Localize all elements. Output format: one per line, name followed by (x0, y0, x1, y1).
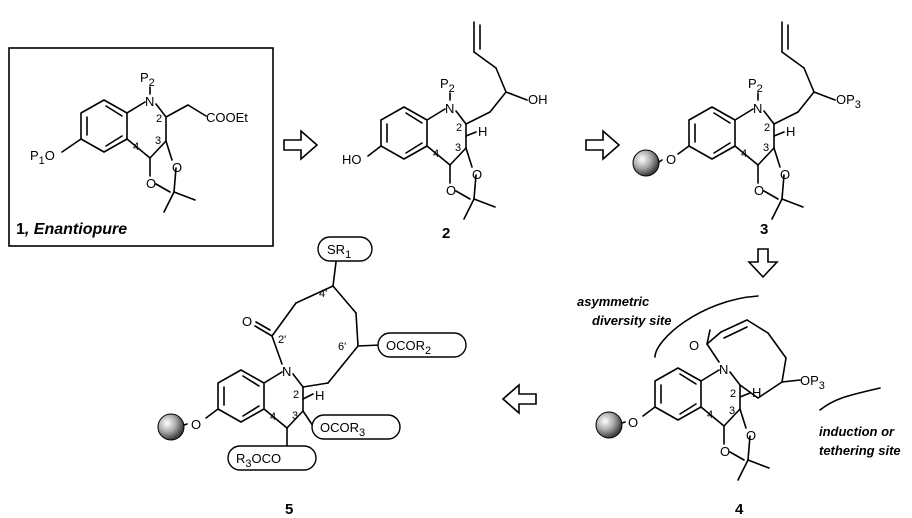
compound-4-annotation-tethering-site: tethering site (819, 443, 901, 458)
compound-5-pos-2: 2 (293, 389, 299, 401)
compound-5-R3OCO-box (227, 445, 317, 471)
compound-1-acetonide-O-a: O (172, 160, 182, 175)
compound-5-thioether: SR1 (327, 242, 351, 261)
compound-5-H: H (315, 388, 324, 403)
compound-5-pos-6p: 6' (338, 341, 346, 353)
compound-5: SR1 OCOR2 OCOR3 R3OCO O N H O 2 3 4 2' 4… (157, 236, 467, 518)
compound-2-pos-2: 2 (456, 122, 462, 134)
compound-5-pos-4p: 4' (319, 288, 327, 300)
compound-4-pos-4: 4 (707, 409, 713, 421)
compound-5-linker-O: O (191, 417, 201, 432)
compound-3-resin-bead (632, 149, 660, 177)
compound-3-acetonide-O-a: O (780, 167, 790, 182)
compound-5-OCOR3-box (311, 414, 401, 440)
compound-1-acetonide-O-b: O (146, 176, 156, 191)
compound-5-pos-2p: 2' (278, 334, 286, 346)
compound-3-N: N (753, 101, 762, 116)
compound-5-carbonyl-O: O (242, 314, 252, 329)
compound-4-diversity-brace (654, 295, 759, 358)
compound-4-annotation-asymmetric: asymmetric (577, 294, 650, 309)
compound-1-caption: 1, Enantiopure (16, 221, 127, 238)
compound-1-N-protecting-group: P2 (140, 70, 155, 89)
compound-4-bonds (621, 319, 801, 481)
compound-2-N: N (445, 101, 454, 116)
compound-1-frame (8, 47, 274, 247)
compound-2-acetonide-O-b: O (446, 183, 456, 198)
compound-3-pos-2: 2 (764, 122, 770, 134)
compound-3-bonds (658, 21, 836, 220)
compound-5-ester-3: OCOR3 (320, 420, 365, 439)
compound-2-acetonide-O-a: O (472, 167, 482, 182)
compound-5-ester-6p: OCOR2 (386, 338, 431, 357)
compound-2-phenol: HO (342, 152, 362, 167)
compound-1-N: N (145, 94, 154, 109)
compound-3-pos-4: 4 (741, 148, 747, 160)
compound-1-pos-3: 3 (155, 135, 161, 147)
compound-4-carbonyl-O: O (689, 338, 699, 353)
compound-3-H: H (786, 124, 795, 139)
compound-5-number: 5 (285, 501, 293, 518)
compound-3: N P2 OP3 O H O O 2 3 4 3 (632, 21, 861, 238)
compound-3-pos-3: 3 (763, 142, 769, 154)
compound-5-SR1-box (317, 236, 373, 262)
compound-2-number: 2 (442, 225, 450, 242)
compound-5-pos-3: 3 (292, 410, 298, 422)
compound-4-protected-hydroxyl: OP3 (800, 373, 825, 392)
compound-5-resin-bead (157, 413, 185, 441)
compound-4-pos-2: 2 (730, 388, 736, 400)
compound-4-linker-O: O (628, 415, 638, 430)
compound-3-N-protecting-group: P2 (748, 76, 763, 95)
compound-4-pos-3: 3 (729, 405, 735, 417)
compound-5-N: N (282, 364, 291, 379)
compound-4-annotation-diversity-site: diversity site (592, 313, 672, 328)
compound-3-acetonide-O-b: O (754, 183, 764, 198)
compound-4-annotation-induction: induction or (819, 424, 895, 439)
compound-4-tethering-brace (819, 387, 881, 411)
arrow-3-to-4 (747, 248, 779, 279)
compound-4-N: N (719, 362, 728, 377)
compound-3-protected-hydroxyl: OP3 (836, 92, 861, 111)
compound-2-bonds (367, 21, 528, 220)
arrow-2-to-3 (585, 129, 621, 161)
compound-2-H: H (478, 124, 487, 139)
compound-4-H: H (752, 385, 761, 400)
compound-1-bonds (61, 86, 207, 213)
compound-3-number: 3 (760, 221, 768, 238)
compound-1-ester: COOEt (206, 110, 248, 125)
compound-5-pos-4: 4 (270, 411, 276, 423)
compound-1-protected-phenol: P1O (30, 148, 55, 167)
arrow-1-to-2 (283, 129, 319, 161)
compound-2: N P2 OH HO H O O 2 3 4 2 (342, 21, 548, 242)
compound-4-resin-bead (595, 411, 623, 439)
compound-4: asymmetric diversity site induction or t… (577, 294, 901, 518)
compound-5-OCOR2-box (377, 332, 467, 358)
compound-4-acetonide-O-a: O (746, 428, 756, 443)
compound-3-linker-O: O (666, 152, 676, 167)
arrow-4-to-5 (501, 383, 537, 415)
compound-1-pos-2: 2 (156, 113, 162, 125)
compound-4-acetonide-O-b: O (720, 444, 730, 459)
compound-1-pos-4: 4 (133, 141, 139, 153)
compound-2-hydroxyl: OH (528, 92, 548, 107)
compound-2-pos-3: 3 (455, 142, 461, 154)
compound-2-N-protecting-group: P2 (440, 76, 455, 95)
compound-2-pos-4: 4 (433, 148, 439, 160)
compound-1: N P2 COOEt P1O O O 2 3 4 1, Enantiopure (8, 47, 274, 247)
compound-4-number: 4 (735, 501, 744, 518)
compound-5-ester-4: R3OCO (236, 451, 281, 470)
compound-5-bonds (183, 261, 381, 446)
